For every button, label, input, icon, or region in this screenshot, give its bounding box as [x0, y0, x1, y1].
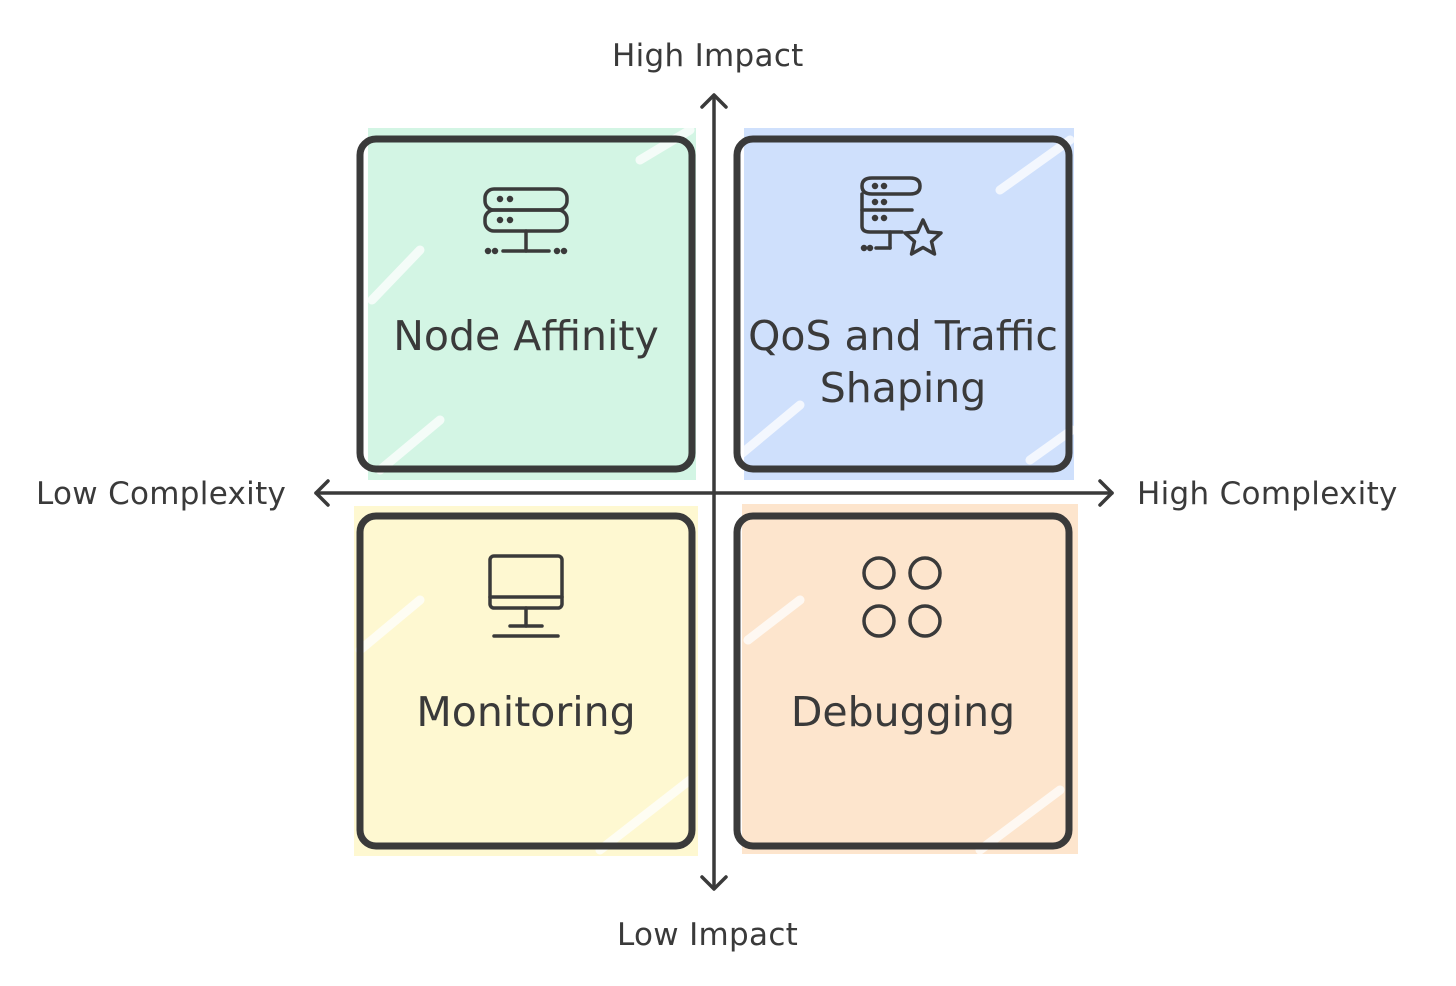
arrow-down-icon: [700, 875, 728, 891]
quadrant-label-top-left: Node Affinity: [360, 310, 692, 362]
quadrant-box-top-left: [356, 135, 696, 473]
four-circles-icon: [862, 556, 942, 638]
quadrant-box-bottom-right: [733, 512, 1073, 850]
quadrant-fill-bottom-left: [354, 506, 698, 856]
quadrant-label-top-right: QoS and Traffic Shaping: [720, 310, 1086, 415]
quadrant-label-line: QoS and Traffic: [748, 312, 1058, 360]
quadrant-label-bottom-right: Debugging: [737, 686, 1069, 738]
quadrant-fill-bottom-right: [742, 504, 1078, 854]
quadrant-label-line: Debugging: [790, 688, 1016, 736]
monitor-icon: [488, 554, 564, 638]
arrow-right-icon: [1098, 479, 1114, 507]
axis-label-left: Low Complexity: [36, 476, 287, 512]
server-star-icon: [860, 176, 943, 256]
axis-label-top: High Impact: [612, 38, 804, 74]
quadrant-label-bottom-left: Monitoring: [360, 686, 692, 738]
quadrant-box-bottom-left: [356, 512, 696, 850]
axis-label-right: High Complexity: [1137, 476, 1398, 512]
arrow-left-icon: [314, 479, 330, 507]
quadrant-label-line: Node Affinity: [393, 312, 659, 360]
axis-label-bottom: Low Impact: [617, 917, 799, 953]
quadrant-label-line: Shaping: [819, 364, 987, 413]
quadrant-fill-top-left: [368, 128, 696, 480]
server-stack-icon: [483, 187, 569, 255]
quadrant-fill-top-right: [744, 128, 1074, 480]
quadrant-label-line: Monitoring: [416, 688, 636, 736]
quadrant-box-top-right: [733, 135, 1073, 473]
sketch-streaks: [355, 125, 1077, 855]
arrow-up-icon: [700, 93, 728, 109]
